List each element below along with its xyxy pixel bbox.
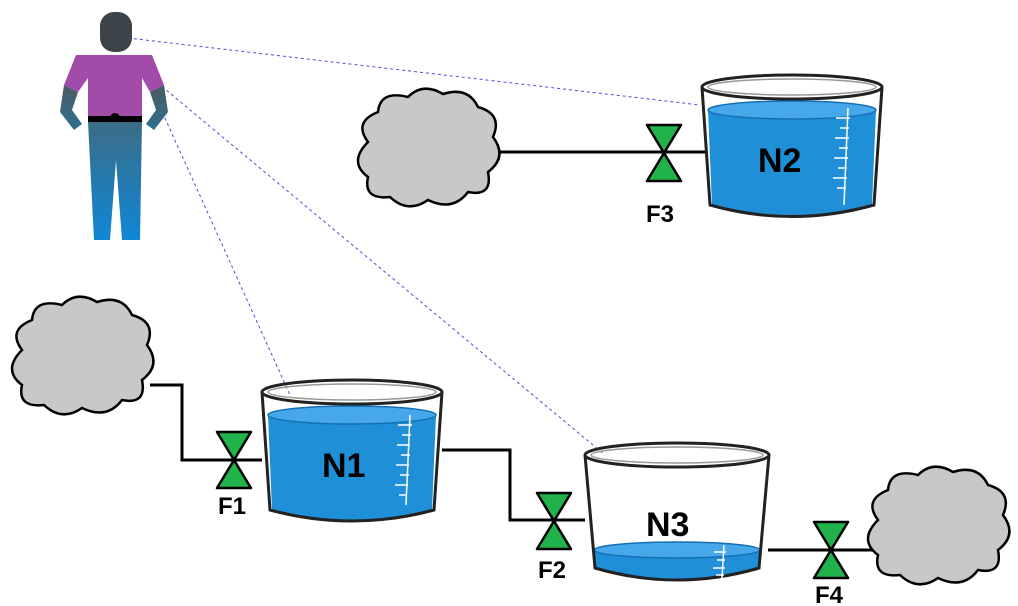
valve-f2-label: F2	[538, 557, 566, 584]
valve-icon	[812, 520, 850, 580]
tank-n3-label: N3	[646, 506, 689, 544]
person-icon	[60, 12, 168, 240]
tank-n1-water-surface	[267, 405, 437, 425]
tank-n3: N3	[583, 441, 771, 582]
tank-n3-water-surface	[593, 541, 761, 559]
valve-f1[interactable]: F1	[215, 430, 253, 520]
tank-n2-water	[708, 104, 876, 215]
cloud-icon	[866, 465, 1011, 586]
tank-n3-scale	[713, 544, 726, 579]
valve-f2[interactable]: F2	[535, 491, 573, 584]
valve-icon	[215, 430, 253, 490]
cloud-icon	[356, 87, 501, 208]
tank-n1-water	[268, 408, 436, 520]
cloud-icon	[10, 295, 155, 416]
tank-n2: N2	[700, 73, 884, 218]
sight-lines	[127, 37, 701, 456]
tank-n2-label: N2	[758, 142, 801, 180]
valve-f4-label: F4	[815, 582, 844, 606]
sight-line-n1	[149, 84, 291, 396]
tank-n1-scale	[395, 414, 412, 506]
pipe-n1-f2	[442, 448, 585, 522]
tank-n2-scale	[833, 107, 850, 206]
valve-f4[interactable]: F4	[812, 520, 850, 606]
valve-f1-label: F1	[218, 493, 246, 520]
tank-n1-label: N1	[322, 447, 365, 485]
pipes	[150, 150, 878, 552]
pipe-inlet-f1	[150, 383, 262, 462]
valve-f3[interactable]: F3	[645, 123, 683, 228]
tank-n2-water-surface	[707, 100, 877, 120]
valve-f3-label: F3	[646, 201, 674, 228]
valve-icon	[645, 123, 683, 183]
valve-icon	[535, 491, 573, 551]
tank-n1: N1	[260, 378, 444, 523]
